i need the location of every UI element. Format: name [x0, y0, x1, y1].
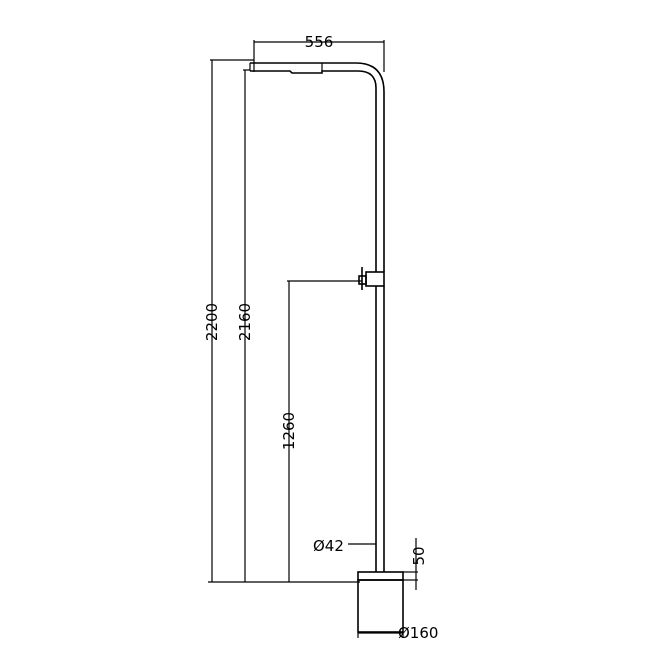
dim-total-height-label: 2200 — [203, 303, 221, 341]
dim-top-width-label: 556 — [305, 33, 334, 51]
dim-base-diameter-label: Ø160 — [398, 624, 438, 642]
dim-pipe-diameter: Ø42 — [313, 537, 376, 555]
dim-pipe-diameter-label: Ø42 — [313, 537, 344, 555]
dim-shower-height: 2160 — [236, 69, 254, 582]
mixer-valve — [358, 267, 385, 290]
base-flange — [357, 571, 404, 633]
dim-base-diameter: Ø160 — [357, 624, 438, 642]
dim-mixer-height: 1260 — [280, 280, 362, 582]
dim-total-height: 2200 — [203, 59, 360, 583]
shower-column — [249, 62, 404, 633]
dim-base-height-label: 50 — [410, 546, 428, 565]
dim-top-width: 556 — [253, 33, 385, 72]
dim-base-height: 50 — [403, 538, 428, 590]
dim-mixer-height-label: 1260 — [280, 412, 298, 450]
dim-shower-height-label: 2160 — [236, 303, 254, 341]
